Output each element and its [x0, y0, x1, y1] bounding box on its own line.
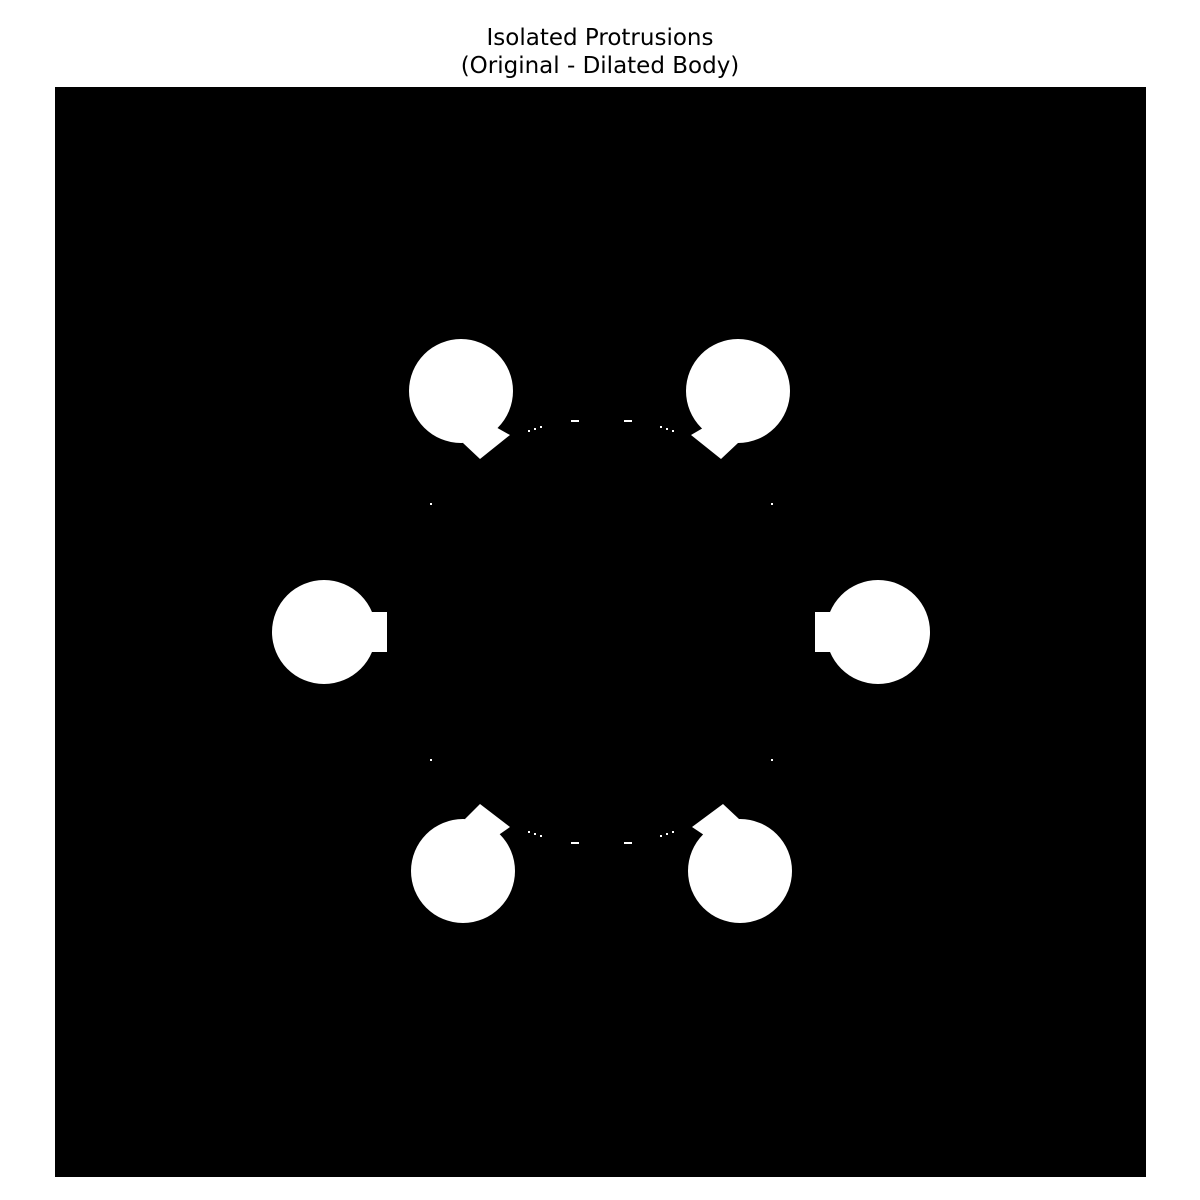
- binary-mask-image: [55, 87, 1146, 1177]
- protrusion-upper-left: [409, 339, 513, 459]
- image-background: [55, 87, 1146, 1177]
- residual-specks: [430, 420, 773, 844]
- protrusion-left: [272, 580, 387, 684]
- protrusion-right: [815, 580, 930, 684]
- figure-title: Isolated Protrusions (Original - Dilated…: [0, 24, 1200, 80]
- protrusion-upper-right: [686, 339, 790, 459]
- figure-title-line-1: Isolated Protrusions: [486, 25, 714, 51]
- figure-title-line-2: (Original - Dilated Body): [460, 53, 740, 79]
- protrusion-lower-right: [688, 804, 792, 923]
- protrusion-lower-left: [411, 804, 515, 923]
